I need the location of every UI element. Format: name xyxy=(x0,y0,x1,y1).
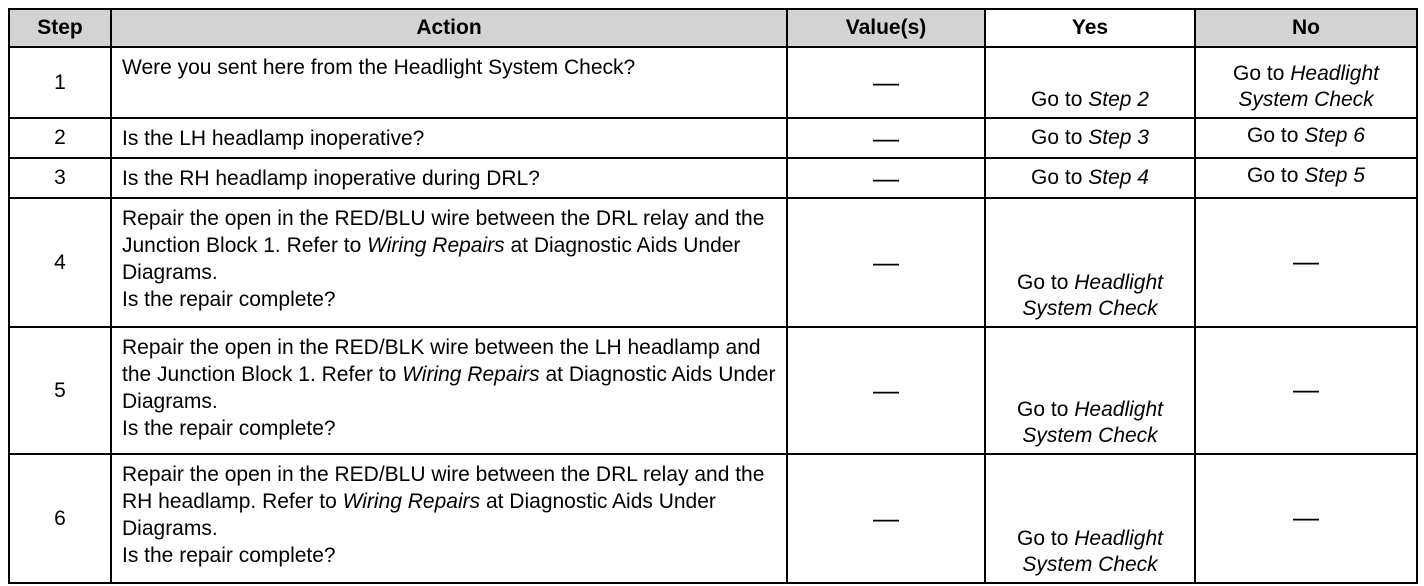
action-text: Is the LH headlamp inoperative? xyxy=(110,117,788,159)
action-body: Repair the open in the RED/BLK wire betw… xyxy=(122,336,776,413)
table-row: 6 Repair the open in the RED/BLU wire be… xyxy=(8,453,1418,584)
header-values: Value(s) xyxy=(786,8,986,48)
yes-target: Step 2 xyxy=(1088,88,1149,111)
yes-target: Headlight xyxy=(1074,398,1163,421)
step-number: 5 xyxy=(8,326,112,455)
no-prefix: Go to xyxy=(1247,124,1305,147)
no-prefix: Go to xyxy=(1233,62,1291,85)
yes-prefix: Go to xyxy=(1017,271,1075,294)
table-row: 4 Repair the open in the RED/BLU wire be… xyxy=(8,197,1418,328)
diagnostic-table: Step Action Value(s) Yes No 1 Were you s… xyxy=(8,8,1418,584)
yes-target-line2: System Check xyxy=(1022,297,1158,320)
yes-prefix: Go to xyxy=(1031,88,1089,111)
table-row: 3 Is the RH headlamp inoperative during … xyxy=(8,157,1418,199)
header-row: Step Action Value(s) Yes No xyxy=(8,8,1418,48)
value-cell: — xyxy=(786,197,986,328)
no-cell: Go to Step 5 xyxy=(1194,157,1418,199)
action-text: Is the RH headlamp inoperative during DR… xyxy=(110,157,788,199)
action-question: Is the repair complete? xyxy=(122,544,336,567)
action-question: Is the repair complete? xyxy=(122,288,336,311)
action-text: Repair the open in the RED/BLU wire betw… xyxy=(110,453,788,584)
header-step: Step xyxy=(8,8,112,48)
action-text: Repair the open in the RED/BLK wire betw… xyxy=(110,326,788,455)
yes-target: Step 3 xyxy=(1088,126,1149,149)
no-cell: — xyxy=(1194,197,1418,328)
value-cell: — xyxy=(786,117,986,159)
yes-prefix: Go to xyxy=(1031,126,1089,149)
action-text: Were you sent here from the Headlight Sy… xyxy=(110,46,788,119)
yes-target-line2: System Check xyxy=(1022,553,1158,576)
header-no: No xyxy=(1194,8,1418,48)
step-number: 2 xyxy=(8,117,112,159)
wiring-repairs-reference: Wiring Repairs xyxy=(342,490,481,513)
yes-prefix: Go to xyxy=(1017,527,1075,550)
wiring-repairs-reference: Wiring Repairs xyxy=(402,363,540,386)
step-number: 6 xyxy=(8,453,112,584)
no-target: Step 6 xyxy=(1304,124,1365,147)
yes-prefix: Go to xyxy=(1017,398,1075,421)
value-cell: — xyxy=(786,326,986,455)
action-text: Repair the open in the RED/BLU wire betw… xyxy=(110,197,788,328)
no-cell: Go to Headlight System Check xyxy=(1194,46,1418,119)
no-cell: — xyxy=(1194,453,1418,584)
table-row: 2 Is the LH headlamp inoperative? — Go t… xyxy=(8,117,1418,159)
header-yes: Yes xyxy=(984,8,1196,48)
table-row: 5 Repair the open in the RED/BLK wire be… xyxy=(8,326,1418,455)
yes-target: Step 4 xyxy=(1088,166,1149,189)
no-cell: Go to Step 6 xyxy=(1194,117,1418,159)
action-body: Repair the open in the RED/BLU wire betw… xyxy=(122,207,765,284)
value-cell: — xyxy=(786,157,986,199)
yes-target-line2: System Check xyxy=(1022,424,1158,447)
yes-target: Headlight xyxy=(1074,271,1163,294)
yes-prefix: Go to xyxy=(1031,166,1089,189)
yes-cell: Go to Step 2 xyxy=(984,46,1196,119)
action-question: Is the repair complete? xyxy=(122,417,336,440)
step-number: 3 xyxy=(8,157,112,199)
yes-target: Headlight xyxy=(1074,527,1163,550)
action-body: Repair the open in the RED/BLU wire betw… xyxy=(122,463,765,540)
no-cell: — xyxy=(1194,326,1418,455)
value-cell: — xyxy=(786,453,986,584)
wiring-repairs-reference: Wiring Repairs xyxy=(367,234,505,257)
no-target: Step 5 xyxy=(1304,164,1365,187)
value-cell: — xyxy=(786,46,986,119)
no-target: Headlight System Check xyxy=(1238,62,1379,111)
yes-cell: Go to Step 3 xyxy=(984,117,1196,159)
no-prefix: Go to xyxy=(1247,164,1305,187)
step-number: 1 xyxy=(8,46,112,119)
table-row: 1 Were you sent here from the Headlight … xyxy=(8,46,1418,119)
yes-cell: Go to Step 4 xyxy=(984,157,1196,199)
header-action: Action xyxy=(110,8,788,48)
step-number: 4 xyxy=(8,197,112,328)
